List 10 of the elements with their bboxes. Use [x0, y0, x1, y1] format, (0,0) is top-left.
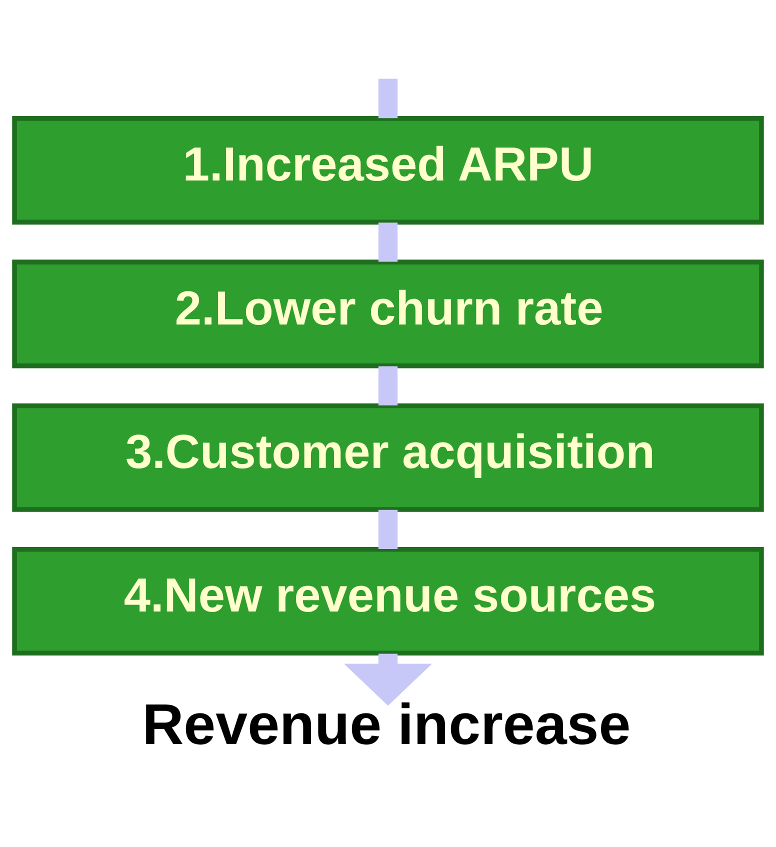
node-box: 1.Increased ARPU [12, 116, 764, 225]
node-box: 4.New revenue sources [12, 546, 764, 656]
connector [378, 510, 398, 549]
node-box: 3.Customer acquisition [12, 403, 764, 512]
connector [378, 78, 398, 118]
node-box: 2.Lower churn rate [12, 260, 764, 368]
node-text: Revenue increase [142, 692, 631, 757]
connector [378, 366, 398, 406]
arrow [344, 654, 432, 706]
connector [378, 222, 398, 262]
